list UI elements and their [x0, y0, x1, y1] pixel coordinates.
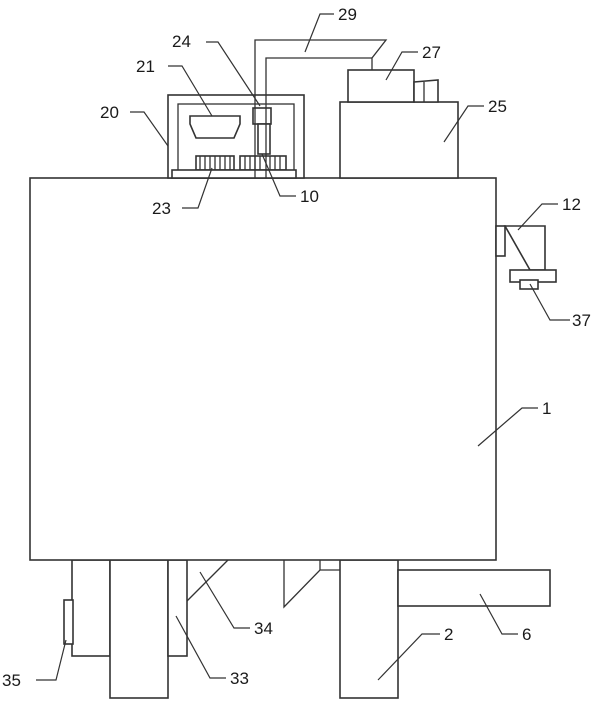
- label-24: 24: [172, 32, 191, 51]
- unit-27-outlet: [413, 79, 439, 103]
- right-main-leg-2: [339, 559, 399, 699]
- leader-2: [377, 633, 440, 681]
- nozzle-12: [503, 225, 546, 271]
- sensor-37: [519, 279, 539, 290]
- leader-1: [477, 407, 538, 447]
- leader-21: [168, 65, 213, 117]
- leader-12: [517, 203, 558, 231]
- leader-25: [443, 105, 484, 143]
- main-body-1: [29, 177, 497, 561]
- label-6: 6: [522, 625, 531, 644]
- leader-29: [304, 13, 334, 53]
- brace-34: [186, 559, 229, 602]
- left-outer-leg: [71, 559, 111, 657]
- box-25: [339, 101, 459, 179]
- label-37: 37: [572, 311, 591, 330]
- gear-10: [239, 155, 287, 171]
- label-25: 25: [488, 97, 507, 116]
- label-34: 34: [254, 619, 273, 638]
- unit-27: [347, 69, 415, 103]
- label-29: 29: [338, 5, 357, 24]
- foot-6: [397, 569, 551, 607]
- label-21: 21: [136, 57, 155, 76]
- leader-24: [206, 41, 261, 107]
- label-20: 20: [100, 103, 119, 122]
- pipe-29-inner: [265, 57, 372, 178]
- leader-6: [479, 593, 518, 635]
- leader-10: [261, 153, 296, 197]
- leader-34: [199, 571, 250, 629]
- chute-left: [283, 560, 340, 609]
- label-33: 33: [230, 669, 249, 688]
- leader-35: [36, 639, 67, 681]
- label-2: 2: [444, 625, 453, 644]
- motor-21: [189, 115, 241, 139]
- shaft-24: [252, 107, 272, 125]
- side-box-35: [63, 599, 74, 645]
- label-35: 35: [2, 671, 21, 690]
- label-27: 27: [422, 43, 441, 62]
- side-port: [495, 225, 506, 257]
- leader-27: [385, 51, 418, 81]
- leader-20: [130, 111, 169, 147]
- label-12: 12: [562, 195, 581, 214]
- shaft-block: [257, 123, 271, 155]
- base-plate: [171, 169, 297, 179]
- left-inner-leg: [167, 559, 188, 657]
- pipe-29-outer: [254, 39, 388, 178]
- leader-33: [175, 615, 226, 679]
- label-10: 10: [300, 187, 319, 206]
- left-main-leg: [109, 559, 169, 699]
- label-1: 1: [542, 399, 551, 418]
- label-23: 23: [152, 199, 171, 218]
- leader-23: [182, 167, 213, 209]
- leader-37: [529, 283, 570, 321]
